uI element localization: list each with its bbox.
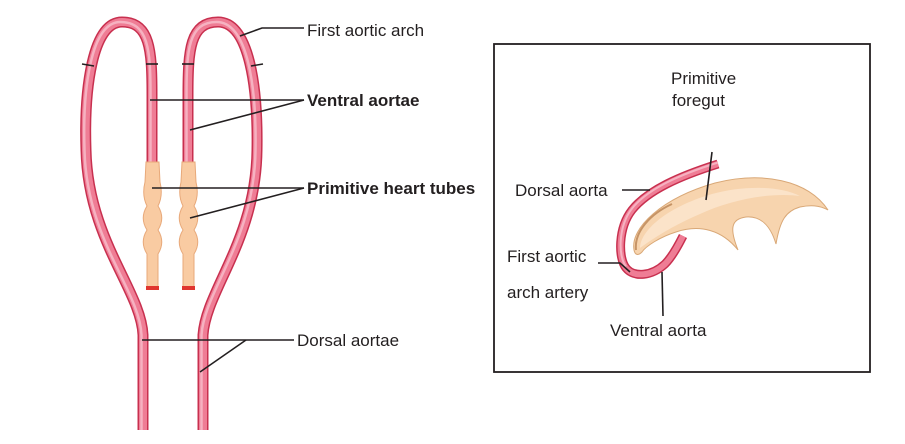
ventral-aorta-leader: [661, 271, 664, 317]
foregut-shading: [640, 187, 800, 248]
left-heart-tube: [142, 161, 163, 290]
label-ventral-aortae: Ventral aortae: [307, 91, 419, 110]
inset-vessel-highlight: [619, 161, 719, 268]
ventral-aortae-leader-right: [189, 99, 305, 131]
label-primitive-foregut-1: Primitive: [671, 69, 736, 88]
first-aortic-arch-artery-leader: [598, 262, 631, 273]
inset-aortic-vessel: [616, 159, 720, 279]
foregut-shape: [633, 177, 829, 255]
label-dorsal-aortae: Dorsal aortae: [297, 331, 399, 350]
right-panel: Primitive foregut Dorsal aorta First aor…: [493, 43, 871, 373]
left-heart-tube-end: [146, 286, 159, 290]
right-heart-tube-shape: [178, 161, 199, 289]
left-panel: First aortic arch Ventral aortae Primiti…: [80, 16, 475, 430]
dorsal-aortae-leader-right: [199, 339, 247, 373]
right-vessel-highlight: [185, 20, 257, 430]
heart-tubes-leader-right: [189, 187, 305, 219]
first-aortic-arch-leader: [239, 27, 304, 37]
label-first-aortic-arch: First aortic arch: [307, 21, 424, 40]
label-first-aortic-2: arch artery: [507, 283, 589, 302]
right-aortic-loop: [182, 16, 264, 430]
right-arch-mark-outer: [250, 63, 264, 67]
primitive-foregut: [633, 177, 829, 255]
left-vessel: [81, 17, 156, 430]
left-heart-tube-shape: [142, 161, 163, 289]
left-vessel-highlight: [82, 20, 152, 430]
label-dorsal-aorta: Dorsal aorta: [515, 181, 608, 200]
right-heart-tube-end: [182, 286, 195, 290]
foregut-leader: [705, 151, 713, 201]
left-arch-mark-outer: [81, 63, 95, 67]
label-primitive-foregut-2: foregut: [672, 91, 725, 110]
label-first-aortic-1: First aortic: [507, 247, 587, 266]
left-aortic-loop: [80, 16, 158, 430]
right-heart-tube: [178, 161, 199, 290]
foregut-dark-edge: [634, 203, 673, 251]
label-primitive-heart-tubes: Primitive heart tubes: [307, 179, 475, 198]
label-ventral-aorta: Ventral aorta: [610, 321, 707, 340]
right-vessel: [184, 17, 262, 430]
